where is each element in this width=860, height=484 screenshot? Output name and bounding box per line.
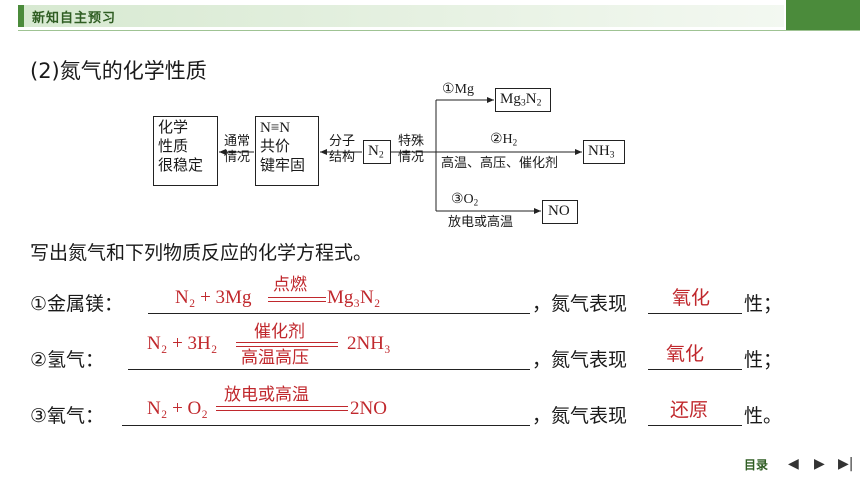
mg3n2-n: N xyxy=(525,91,537,107)
section-title: (2)氮气的化学性质 xyxy=(30,59,207,83)
label-usually-1: 通常 xyxy=(223,134,250,149)
q3-double-line xyxy=(216,406,348,411)
prev-icon[interactable]: ◀ xyxy=(788,456,799,472)
box-chemical-stable: 化学 性质 很稳定 xyxy=(153,116,218,186)
q2-blank-line xyxy=(648,369,742,370)
q1-blank-line xyxy=(648,313,742,314)
label-usually: 通常 情况 xyxy=(220,134,254,166)
q3-blank-line xyxy=(648,425,742,426)
q1-eq-right: Mg₃N₂ xyxy=(327,287,381,308)
q3-condition: 放电或高温 xyxy=(224,385,309,405)
box-nh3: NH3 xyxy=(583,140,625,164)
label-mg: ①Mg xyxy=(442,82,474,97)
q3-label: ③氧气： xyxy=(30,405,105,427)
o2-label-sub: 2 xyxy=(473,197,479,208)
label-h2-condition: 高温、高压、催化剂 xyxy=(441,156,559,171)
label-molecular: 分子 结构 xyxy=(324,134,360,166)
q3-suffix-post: 性。 xyxy=(744,405,783,427)
box-n2: N2 xyxy=(363,140,391,164)
q2-answer-line xyxy=(128,369,530,370)
h2-label-text: ②H xyxy=(490,132,513,147)
q2-condition: 催化剂 xyxy=(254,322,305,342)
q1-eq-left: N₂ + 3Mg xyxy=(175,287,252,308)
label-special-2: 情况 xyxy=(397,150,424,165)
instruction: 写出氮气和下列物质反应的化学方程式。 xyxy=(30,242,373,264)
mg3n2-sub1: 3 xyxy=(520,97,526,109)
q3-answer: 还原 xyxy=(670,399,709,421)
box-mg3n2: Mg3N2 xyxy=(495,88,551,112)
q1-suffix-post: 性； xyxy=(744,293,783,315)
q1-condition: 点燃 xyxy=(273,275,307,295)
q1-double-line xyxy=(268,297,326,302)
nh3-sub: 3 xyxy=(609,149,615,161)
header-banner: 新知自主预习 xyxy=(0,0,860,32)
header-divider xyxy=(18,30,860,31)
box-stable-line-1: 化学 xyxy=(158,120,189,136)
q2-eq-left: N₂ + 3H₂ xyxy=(147,333,218,354)
q2-answer: 氧化 xyxy=(666,343,705,365)
q2-double-line xyxy=(236,342,338,347)
box-triple-bond: N≡N 共价 键牢固 xyxy=(255,116,319,186)
q2-suffix-post: 性； xyxy=(744,349,783,371)
nh3-text: NH xyxy=(588,143,610,159)
mg3n2-sub2: 2 xyxy=(536,97,542,109)
q3-eq-right: 2NO xyxy=(350,398,387,419)
label-special: 特殊 情况 xyxy=(393,134,429,166)
label-molecular-2: 结构 xyxy=(328,150,355,165)
q3-answer-line xyxy=(122,425,530,426)
label-h2: ②H2 xyxy=(490,132,517,150)
box-no: NO xyxy=(542,200,578,224)
n2-subscript: 2 xyxy=(378,149,384,161)
next-icon[interactable]: ▶ xyxy=(814,456,825,472)
header-accent-block xyxy=(786,0,860,30)
box-bond-line-2: 共价 xyxy=(260,139,291,155)
label-usually-2: 情况 xyxy=(223,150,250,165)
q2-condition-2: 高温高压 xyxy=(241,348,309,368)
header-bar xyxy=(18,5,784,27)
n2-symbol: N xyxy=(368,143,379,159)
mg3n2-mg: Mg xyxy=(500,91,521,107)
q2-label: ②氢气： xyxy=(30,349,105,371)
label-o2: ③O2 xyxy=(451,192,478,210)
q2-eq-right: 2NH₃ xyxy=(347,333,391,354)
o2-label-text: ③O xyxy=(451,192,474,207)
box-bond-line-3: 键牢固 xyxy=(260,158,306,174)
q1-label: ①金属镁： xyxy=(30,293,124,315)
q1-answer-line xyxy=(148,313,530,314)
q1-answer: 氧化 xyxy=(672,287,711,309)
box-bond-line-1: N≡N xyxy=(260,120,291,136)
toc-button[interactable]: 目录 xyxy=(744,458,769,472)
q1-suffix-pre: ，氮气表现 xyxy=(532,293,628,315)
label-special-1: 特殊 xyxy=(397,134,424,149)
q3-eq-left: N₂ + O₂ xyxy=(147,398,208,419)
box-stable-line-3: 很稳定 xyxy=(158,158,204,174)
header-title: 新知自主预习 xyxy=(32,11,117,26)
label-o2-condition: 放电或高温 xyxy=(448,215,514,230)
h2-label-sub: 2 xyxy=(512,137,518,148)
label-molecular-1: 分子 xyxy=(328,134,355,149)
q2-suffix-pre: ，氮气表现 xyxy=(532,349,628,371)
box-stable-line-2: 性质 xyxy=(158,139,189,155)
q3-suffix-pre: ，氮气表现 xyxy=(532,405,628,427)
end-icon[interactable]: ▶| xyxy=(838,456,854,472)
